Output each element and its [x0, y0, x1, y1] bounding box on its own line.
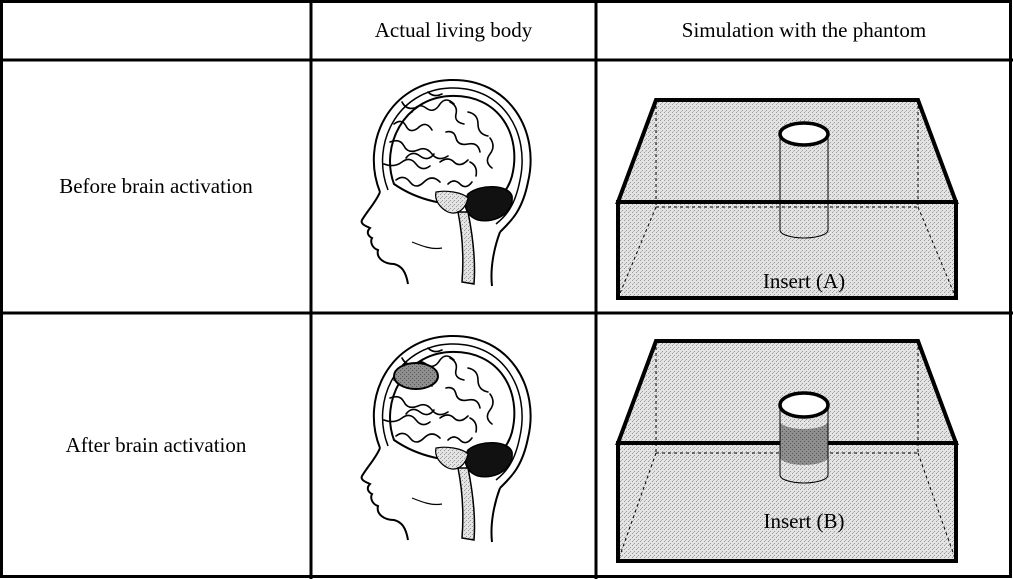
phantom-box-after: Insert (B) — [598, 315, 1010, 577]
header-blank-cell — [3, 3, 309, 58]
insert-label-b: Insert (B) — [763, 509, 844, 533]
phantom-box-before: Insert (A) — [598, 62, 1010, 312]
head-brain-illustration-after — [350, 328, 550, 568]
header-simulation-phantom: Simulation with the phantom — [598, 3, 1010, 58]
header-actual-living-body: Actual living body — [313, 3, 594, 58]
head-brain-illustration-before — [350, 72, 550, 302]
row-label-after-activation: After brain activation — [3, 315, 309, 576]
row-label-before-activation: Before brain activation — [3, 62, 309, 311]
insert-label-a: Insert (A) — [763, 269, 845, 293]
brain-activation-region — [394, 363, 438, 389]
